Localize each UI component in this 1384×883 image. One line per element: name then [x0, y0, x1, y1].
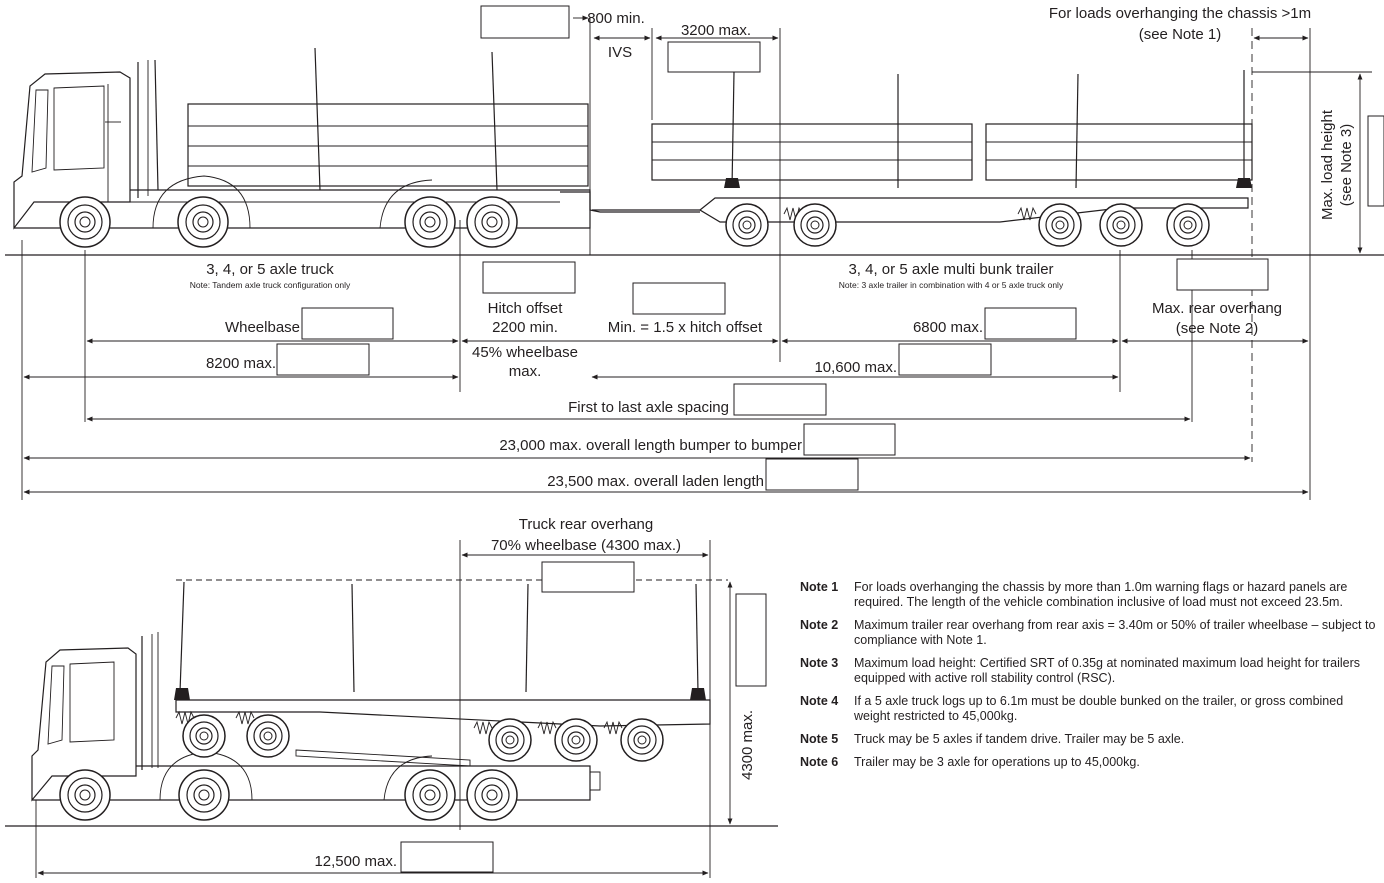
note-item: Note 6 Trailer may be 3 axle for operati…	[800, 755, 1380, 770]
trailer-title: 3, 4, or 5 axle multi bunk trailer	[848, 261, 1053, 278]
blank-box	[541, 561, 635, 593]
top-truck-logs	[187, 103, 589, 187]
blank-box	[632, 282, 726, 315]
blank-box	[400, 841, 494, 873]
first-last-axle-label: First to last axle spacing	[568, 399, 729, 416]
bottom-truck-chassis	[32, 765, 591, 801]
min-800-label: 800 min.	[587, 10, 645, 27]
blank-box	[480, 5, 570, 39]
max-load-height-label-2: (see Note 3)	[1338, 124, 1355, 207]
note-label: Note 5	[800, 732, 839, 746]
truck-title: 3, 4, or 5 axle truck	[206, 261, 334, 278]
max-6800-label: 6800 max.	[913, 319, 983, 336]
max-8200-label: 8200 max.	[206, 355, 276, 372]
note-text: Trailer may be 3 axle for operations up …	[854, 755, 1140, 769]
truck-rear-overhang-label-2: 70% wheelbase (4300 max.)	[491, 537, 681, 554]
overall-23500-label: 23,500 max. overall laden length	[547, 473, 764, 490]
note-item: Note 5 Truck may be 5 axles if tandem dr…	[800, 732, 1380, 747]
overhang-flags-label-2: (see Note 1)	[1139, 26, 1222, 43]
note-text: For loads overhanging the chassis by mor…	[854, 580, 1348, 609]
bottom-truck-drawing	[5, 581, 778, 827]
hitch-offset-label-4: max.	[509, 363, 542, 380]
max-10600-label: 10,600 max.	[814, 359, 897, 376]
top-trailer-logs-rear	[985, 123, 1253, 181]
blank-box	[1176, 258, 1269, 291]
trailer-note: Note: 3 axle trailer in combination with…	[839, 280, 1064, 290]
hitch-offset-label-2: 2200 min.	[492, 319, 558, 336]
overhang-flags-label-1: For loads overhanging the chassis >1m	[1049, 5, 1311, 22]
blank-box	[482, 261, 576, 294]
blank-box	[803, 423, 896, 456]
note-item: Note 1 For loads overhanging the chassis…	[800, 580, 1380, 610]
note-text: Maximum trailer rear overhang from rear …	[854, 618, 1376, 647]
top-trailer-chassis	[698, 197, 1249, 223]
notes-list: Note 1 For loads overhanging the chassis…	[800, 580, 1380, 778]
note-item: Note 4 If a 5 axle truck logs up to 6.1m…	[800, 694, 1380, 724]
note-label: Note 6	[800, 755, 839, 769]
overall-23000-label: 23,000 max. overall length bumper to bum…	[499, 437, 802, 454]
rear-overhang-label-2: (see Note 2)	[1176, 320, 1259, 337]
max-load-height-label-1: Max. load height	[1319, 109, 1336, 220]
max-4300-label: 4300 max.	[739, 710, 756, 780]
note-label: Note 2	[800, 618, 839, 632]
min-hitch-label: Min. = 1.5 x hitch offset	[608, 319, 763, 336]
ivs-label: IVS	[608, 44, 632, 61]
blank-box	[276, 343, 370, 376]
max-3200-label: 3200 max.	[681, 22, 751, 39]
note-text: If a 5 axle truck logs up to 6.1m must b…	[854, 694, 1344, 723]
note-label: Note 3	[800, 656, 839, 670]
max-12500-label: 12,500 max.	[314, 853, 397, 870]
blank-box	[667, 41, 761, 73]
truck-rear-overhang-label-1: Truck rear overhang	[519, 516, 654, 533]
note-label: Note 1	[800, 580, 839, 594]
hitch-offset-label-3: 45% wheelbase	[472, 344, 578, 361]
blank-box	[984, 307, 1077, 340]
top-trailer-logs-front	[651, 123, 973, 181]
note-item: Note 3 Maximum load height: Certified SR…	[800, 656, 1380, 686]
blank-box	[735, 593, 767, 687]
top-truck-drawing	[5, 47, 1384, 256]
blank-box	[765, 458, 859, 491]
note-text: Maximum load height: Certified SRT of 0.…	[854, 656, 1361, 685]
note-item: Note 2 Maximum trailer rear overhang fro…	[800, 618, 1380, 648]
note-label: Note 4	[800, 694, 839, 708]
note-text: Truck may be 5 axles if tandem drive. Tr…	[854, 732, 1185, 746]
truck-note: Note: Tandem axle truck configuration on…	[190, 280, 351, 290]
rear-overhang-label-1: Max. rear overhang	[1152, 300, 1282, 317]
blank-box	[733, 383, 827, 416]
blank-box	[301, 307, 394, 340]
blank-box	[898, 343, 992, 376]
blank-box	[1367, 115, 1384, 207]
hitch-offset-label-1: Hitch offset	[488, 300, 564, 317]
wheelbase-label: Wheelbase	[225, 319, 300, 336]
